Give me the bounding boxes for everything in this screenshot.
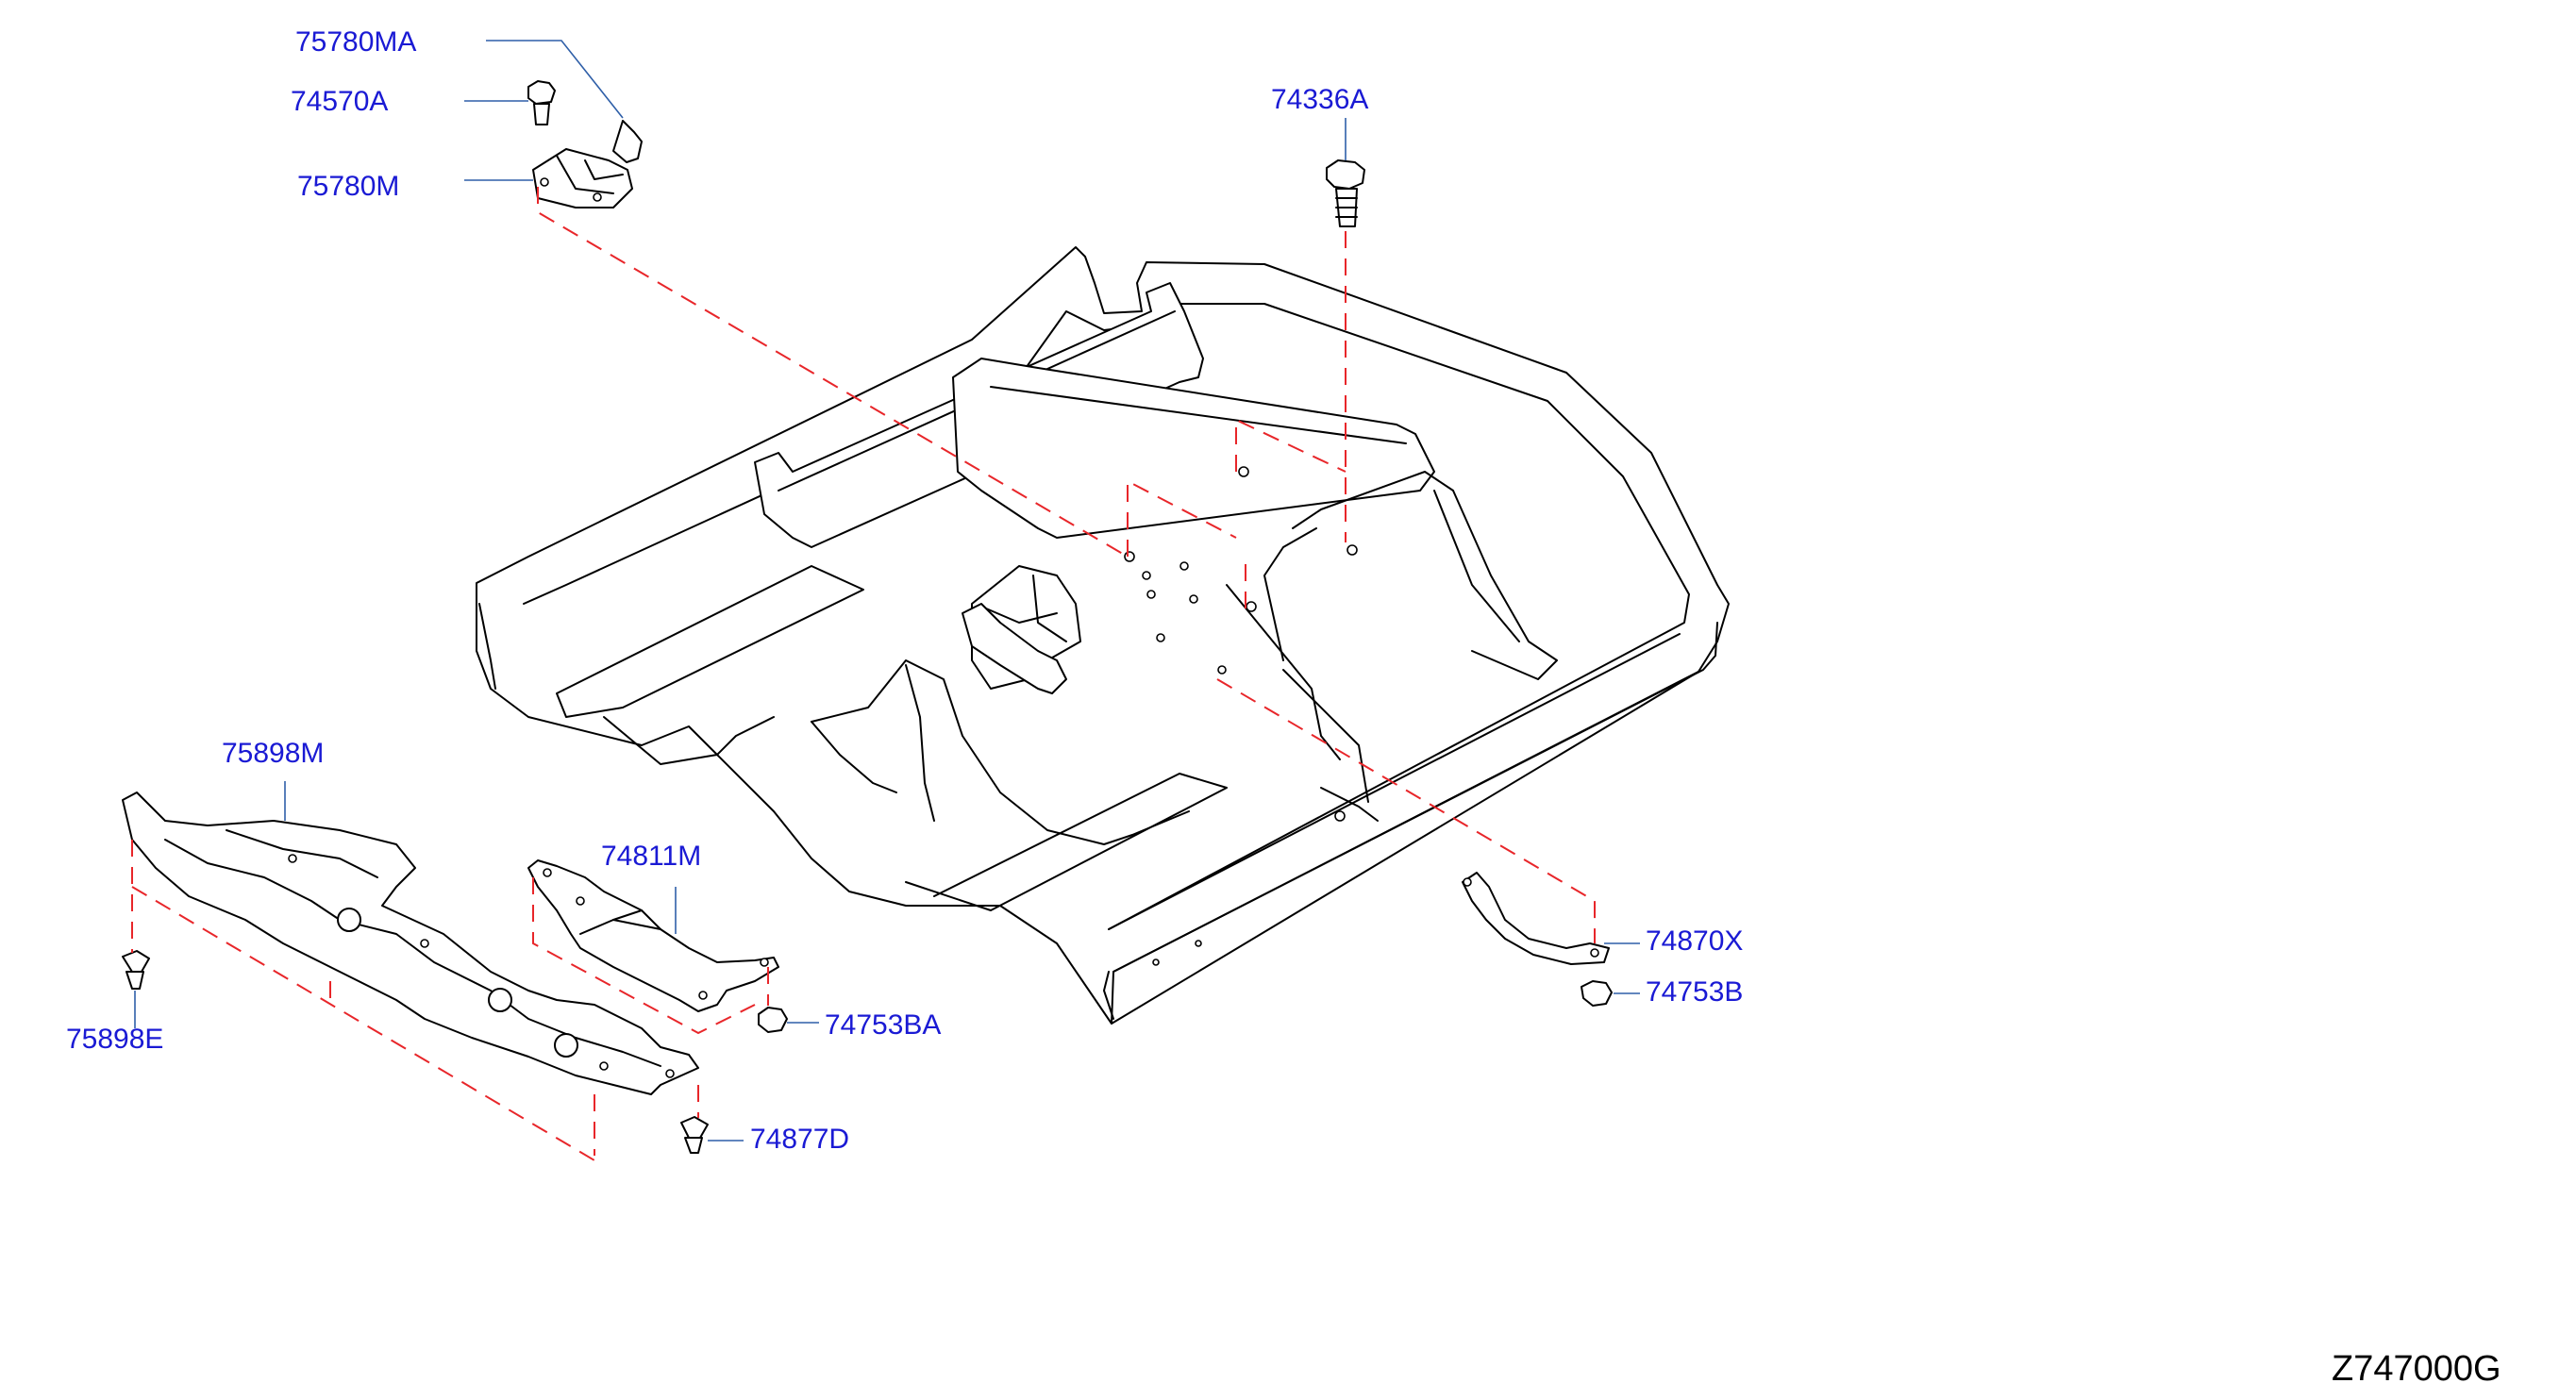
clip-75780ma[interactable]	[612, 120, 643, 163]
clip-74877d[interactable]	[680, 1116, 709, 1154]
label-74753b[interactable]: 74753B	[1646, 976, 1744, 1008]
label-74811m[interactable]: 74811M	[601, 841, 702, 872]
leader-lines	[134, 40, 1640, 1142]
alignment-lines	[131, 187, 1596, 1162]
bracket-75780m[interactable]	[532, 148, 633, 208]
label-74870x[interactable]: 74870X	[1646, 925, 1744, 957]
bolt-74570a[interactable]	[527, 80, 556, 125]
nut-74753b[interactable]	[1581, 980, 1613, 1007]
label-74753ba[interactable]: 74753BA	[825, 1009, 942, 1041]
label-75780m[interactable]: 75780M	[297, 171, 400, 202]
diagram-code: Z747000G	[2332, 1349, 2501, 1389]
label-75898e[interactable]: 75898E	[66, 1024, 164, 1055]
strap-74870x[interactable]	[1462, 872, 1610, 965]
label-74336a[interactable]: 74336A	[1271, 84, 1369, 115]
clip-75898e[interactable]	[122, 950, 150, 990]
bracket-74811m[interactable]	[527, 859, 779, 1012]
label-74570a[interactable]: 74570A	[291, 86, 389, 117]
bolt-74336a[interactable]	[1326, 159, 1365, 227]
label-75898m[interactable]: 75898M	[222, 738, 325, 769]
label-75780ma[interactable]: 75780MA	[295, 26, 417, 58]
floor-panel[interactable]	[476, 246, 1730, 1025]
front-cover-75898m[interactable]	[122, 792, 699, 1095]
label-74877d[interactable]: 74877D	[750, 1124, 850, 1155]
nut-74753ba[interactable]	[758, 1007, 788, 1033]
